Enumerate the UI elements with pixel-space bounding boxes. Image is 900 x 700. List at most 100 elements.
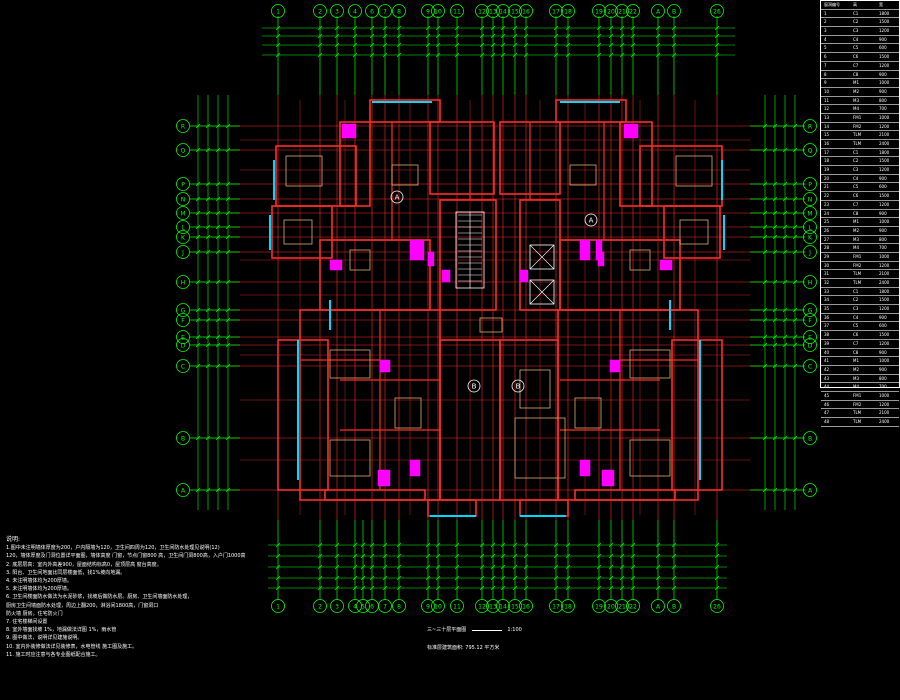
- dimension-tick: [369, 33, 375, 39]
- schedule-cell: 20: [824, 175, 830, 181]
- dimension-tick: [772, 317, 778, 323]
- dimension-tick: [360, 585, 366, 591]
- axis-bubble: [356, 599, 370, 613]
- schedule-cell: 4: [824, 36, 827, 42]
- axis-label: 18: [564, 604, 572, 611]
- door: [427, 251, 435, 267]
- dimension-tick: [782, 435, 788, 441]
- dimension-tick: [630, 542, 636, 548]
- axis-label: 3: [335, 9, 339, 16]
- dimension-tick: [596, 42, 602, 48]
- axis-bubble: [176, 177, 190, 191]
- schedule-cell: 8: [824, 71, 827, 77]
- dimension-tick: [334, 585, 340, 591]
- axis-label: H: [181, 280, 186, 287]
- dimension-tick: [782, 123, 788, 129]
- dimension-tick: [275, 542, 281, 548]
- axis-label: 20: [607, 604, 615, 611]
- schedule-cell: 36: [824, 314, 830, 320]
- schedule-cell: 30: [824, 262, 830, 268]
- dimension-tick: [500, 564, 506, 570]
- dimension-tick: [215, 334, 221, 340]
- dimension-tick: [195, 435, 201, 441]
- axis-bubble: [592, 599, 606, 613]
- schedule-cell: 1200: [879, 401, 890, 407]
- schedule-cell: C1: [853, 288, 859, 294]
- schedule-cell: 1200: [879, 62, 890, 68]
- axis-label: 14: [499, 604, 507, 611]
- axis-label: 13: [489, 9, 497, 16]
- schedule-cell: 1200: [879, 167, 890, 173]
- dimension-tick: [195, 123, 201, 129]
- dimension-tick: [553, 553, 559, 559]
- axis-bubble: [667, 599, 681, 613]
- dimension-tick: [782, 147, 788, 153]
- schedule-cell: 900: [879, 366, 887, 372]
- dimension-tick: [369, 52, 375, 58]
- schedule-cell: TLM: [853, 410, 862, 416]
- dimension-tick: [454, 52, 460, 58]
- dimension-tick: [596, 33, 602, 39]
- dimension-tick: [215, 196, 221, 202]
- axis-bubble: [348, 4, 362, 18]
- axis-bubble: [313, 599, 327, 613]
- schedule-cell: 1000: [879, 114, 890, 120]
- dimension-tick: [317, 25, 323, 31]
- dimension-tick: [205, 435, 211, 441]
- dimension-tick: [334, 553, 340, 559]
- dimension-tick: [396, 542, 402, 548]
- dimension-tick: [762, 147, 768, 153]
- axis-bubble: [176, 206, 190, 220]
- axis-bubble: [549, 4, 563, 18]
- dimension-tick: [490, 585, 496, 591]
- dimension-tick: [352, 42, 358, 48]
- axis-bubble: [549, 599, 563, 613]
- schedule-cell: C5: [853, 184, 859, 190]
- dimension-tick: [512, 542, 518, 548]
- schedule-cell: M2: [853, 366, 859, 372]
- schedule-cell: 1800: [879, 10, 890, 16]
- dimension-tick: [792, 334, 798, 340]
- unit-label: A: [589, 217, 594, 225]
- dimension-tick: [195, 334, 201, 340]
- schedule-cell: 700: [879, 106, 887, 112]
- axis-label: D: [808, 343, 813, 350]
- dimension-tick: [490, 553, 496, 559]
- schedule-cell: 1000: [879, 392, 890, 398]
- note-line: 10. 室内外装修做法详见装修表，水电管线 施工图及施工。: [6, 643, 138, 650]
- axis-bubble: [592, 4, 606, 18]
- wall: [555, 99, 627, 123]
- schedule-cell: 7: [824, 62, 827, 68]
- dimension-tick: [454, 542, 460, 548]
- axis-label: A: [656, 604, 661, 611]
- axis-bubble: [803, 313, 817, 327]
- schedule-cell: 18: [824, 158, 830, 164]
- axis-label: 8: [397, 9, 401, 16]
- wall: [663, 205, 721, 259]
- schedule-cell: 2400: [879, 280, 890, 285]
- schedule-cell: 900: [879, 349, 887, 355]
- axis-label: 13: [489, 604, 497, 611]
- dimension-tick: [792, 342, 798, 348]
- schedule-cell: M3: [853, 375, 859, 381]
- dimension-tick: [608, 585, 614, 591]
- dimension-tick: [565, 542, 571, 548]
- axis-label: 6: [370, 9, 374, 16]
- dimension-tick: [435, 553, 441, 559]
- axis-label: 4: [353, 604, 357, 611]
- axis-bubble: [431, 599, 445, 613]
- axis-bubble: [176, 245, 190, 259]
- dimension-tick: [425, 542, 431, 548]
- dimension-tick: [195, 210, 201, 216]
- dimension-tick: [792, 249, 798, 255]
- axis-bubble: [803, 483, 817, 497]
- schedule-cell: FM2: [853, 401, 862, 407]
